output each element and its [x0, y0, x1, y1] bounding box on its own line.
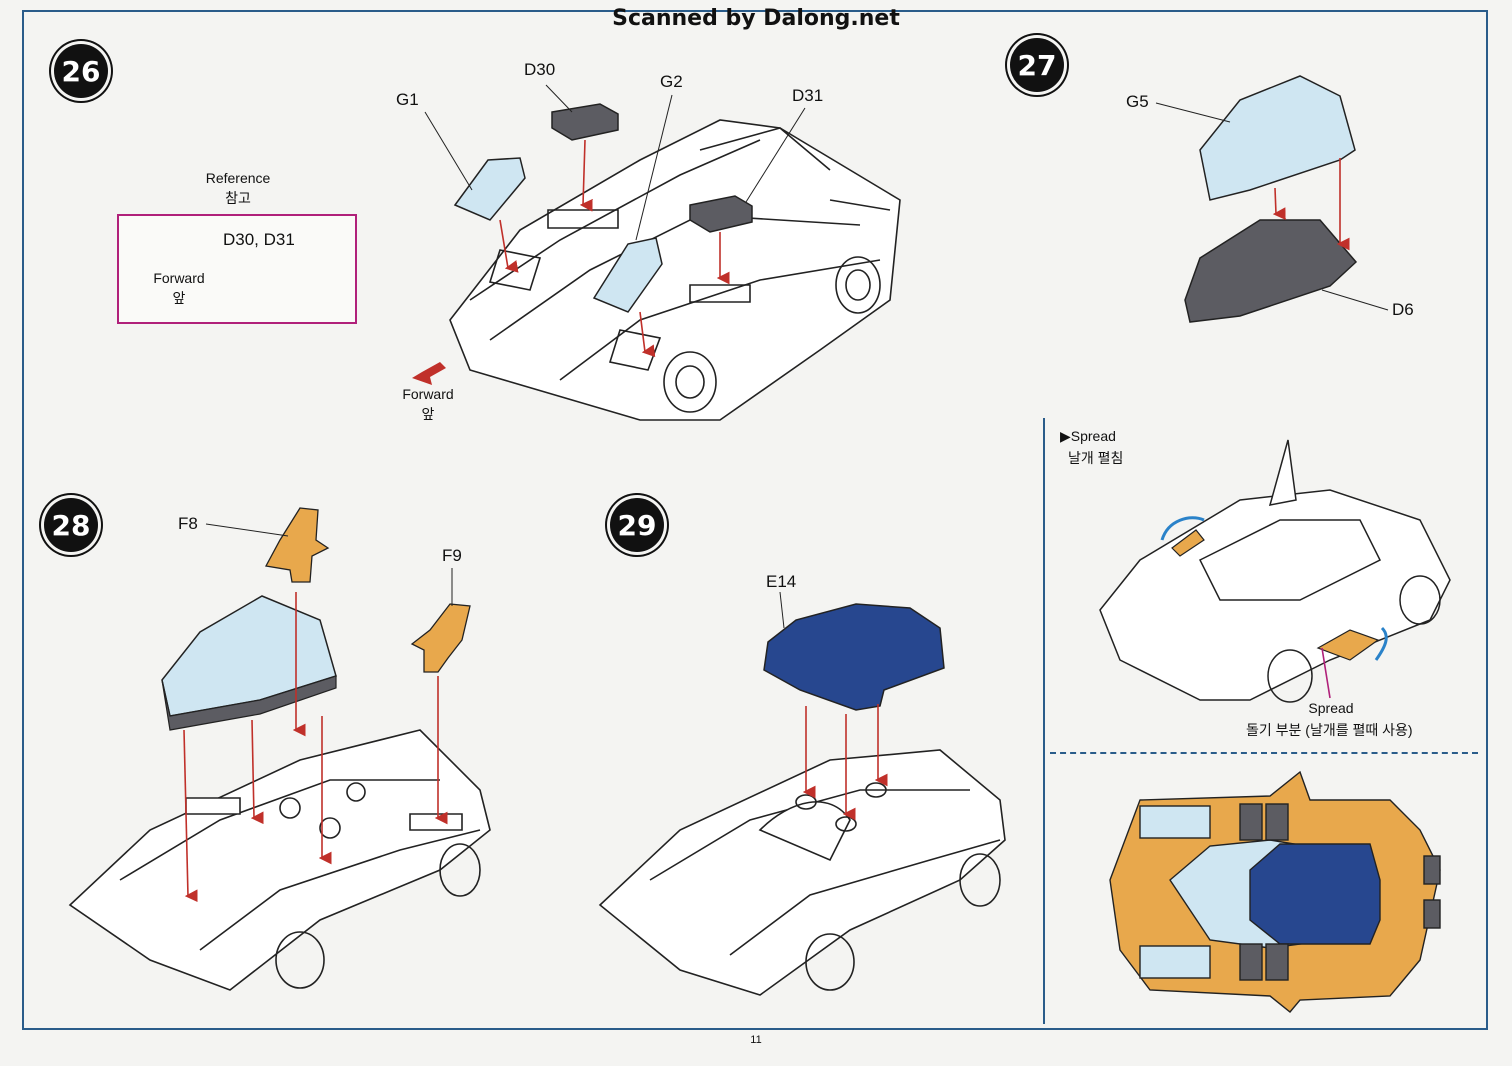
- part-d31: [689, 195, 753, 233]
- spread-part-en: Spread: [1308, 700, 1354, 716]
- label-g5: G5: [1126, 92, 1149, 111]
- scan-header: Scanned by Dalong.net: [612, 6, 900, 31]
- spread-wing-top: [1171, 529, 1205, 557]
- part-g5-base-step28: [161, 675, 337, 731]
- label-e14: E14: [766, 572, 797, 591]
- label-g2: G2: [660, 72, 683, 91]
- forward-arrow-26: [412, 362, 446, 385]
- label-forward-en: Forward: [402, 386, 454, 402]
- ref-forward-ko: 앞: [172, 290, 186, 306]
- part-f9: [410, 603, 471, 673]
- part-g5: [1199, 75, 1356, 201]
- part-e14: [763, 603, 945, 711]
- reference-ko: 참고: [225, 190, 251, 206]
- page-number: 11: [750, 1034, 762, 1046]
- reference-box: D30, D31 Forward 앞: [117, 214, 357, 324]
- label-f8: F8: [178, 514, 198, 533]
- ref-forward-en: Forward: [153, 270, 205, 286]
- top-view-model: [1109, 770, 1441, 1013]
- step-29-badge: 29: [610, 498, 664, 552]
- step-28-badge: 28: [44, 498, 98, 552]
- label-g1: G1: [396, 90, 419, 109]
- part-d30: [551, 103, 619, 141]
- label-d31: D31: [792, 86, 824, 105]
- part-g5-step28: [161, 595, 337, 717]
- step29-car-body: [598, 749, 1006, 996]
- spread-wing-bottom: [1316, 629, 1380, 661]
- spread-title-ko: 날개 펼침: [1068, 450, 1124, 466]
- part-f8: [264, 507, 330, 583]
- part-g2: [592, 237, 663, 313]
- label-d6: D6: [1392, 300, 1414, 319]
- label-forward-ko: 앞: [421, 406, 435, 422]
- rotate-arrow-bottom: [1374, 626, 1388, 661]
- step28-car-body: [68, 729, 491, 991]
- spread-car: [1099, 439, 1451, 703]
- spread-part-ko: 돌기 부분 (날개를 펼때 사용): [1246, 722, 1413, 738]
- spread-title-en: ▶Spread: [1060, 428, 1116, 444]
- page-frame: [22, 10, 1488, 1030]
- reference-en: Reference: [205, 170, 271, 186]
- rotate-arrow-top: [1160, 516, 1205, 541]
- section-divider-vertical: [1043, 418, 1045, 1024]
- section-divider-horizontal: [1050, 752, 1478, 754]
- part-d6: [1184, 219, 1358, 323]
- label-d30: D30: [524, 60, 556, 79]
- step26-car-body: [449, 119, 901, 421]
- step-26-badge: 26: [54, 44, 108, 98]
- label-f9: F9: [442, 546, 462, 565]
- ref-box-title: D30, D31: [223, 230, 295, 249]
- part-g1: [453, 157, 526, 221]
- step-27-badge: 27: [1010, 38, 1064, 92]
